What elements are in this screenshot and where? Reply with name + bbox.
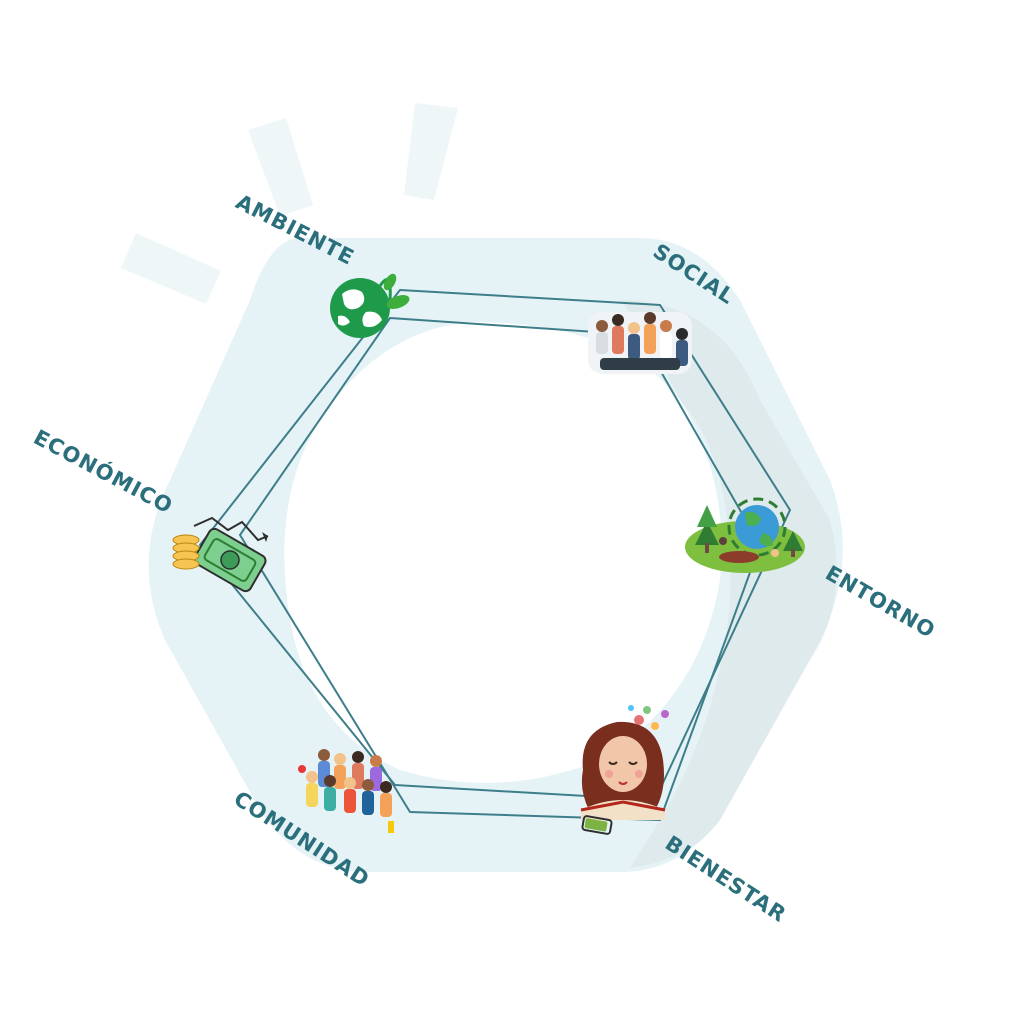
- node-label-entorno: ENTORNO: [821, 561, 939, 643]
- park-globe-icon: [685, 497, 805, 573]
- earth-sprout-icon: [330, 273, 410, 338]
- community-group-icon: [298, 749, 394, 833]
- node-label-economico: ECONÓMICO: [30, 424, 178, 518]
- woman-flowers-icon: [580, 705, 669, 835]
- decorative-rays: [121, 103, 458, 304]
- ray-2: [248, 118, 313, 216]
- money-coins-icon: [172, 516, 269, 593]
- halo-ring: [148, 238, 843, 872]
- ray-1: [121, 233, 221, 304]
- halo-outer: [148, 238, 843, 872]
- node-label-bienestar: BIENESTAR: [661, 831, 791, 927]
- halo-shadow-right: [620, 300, 837, 868]
- crowd-icon: [588, 312, 692, 374]
- ray-3: [404, 103, 458, 200]
